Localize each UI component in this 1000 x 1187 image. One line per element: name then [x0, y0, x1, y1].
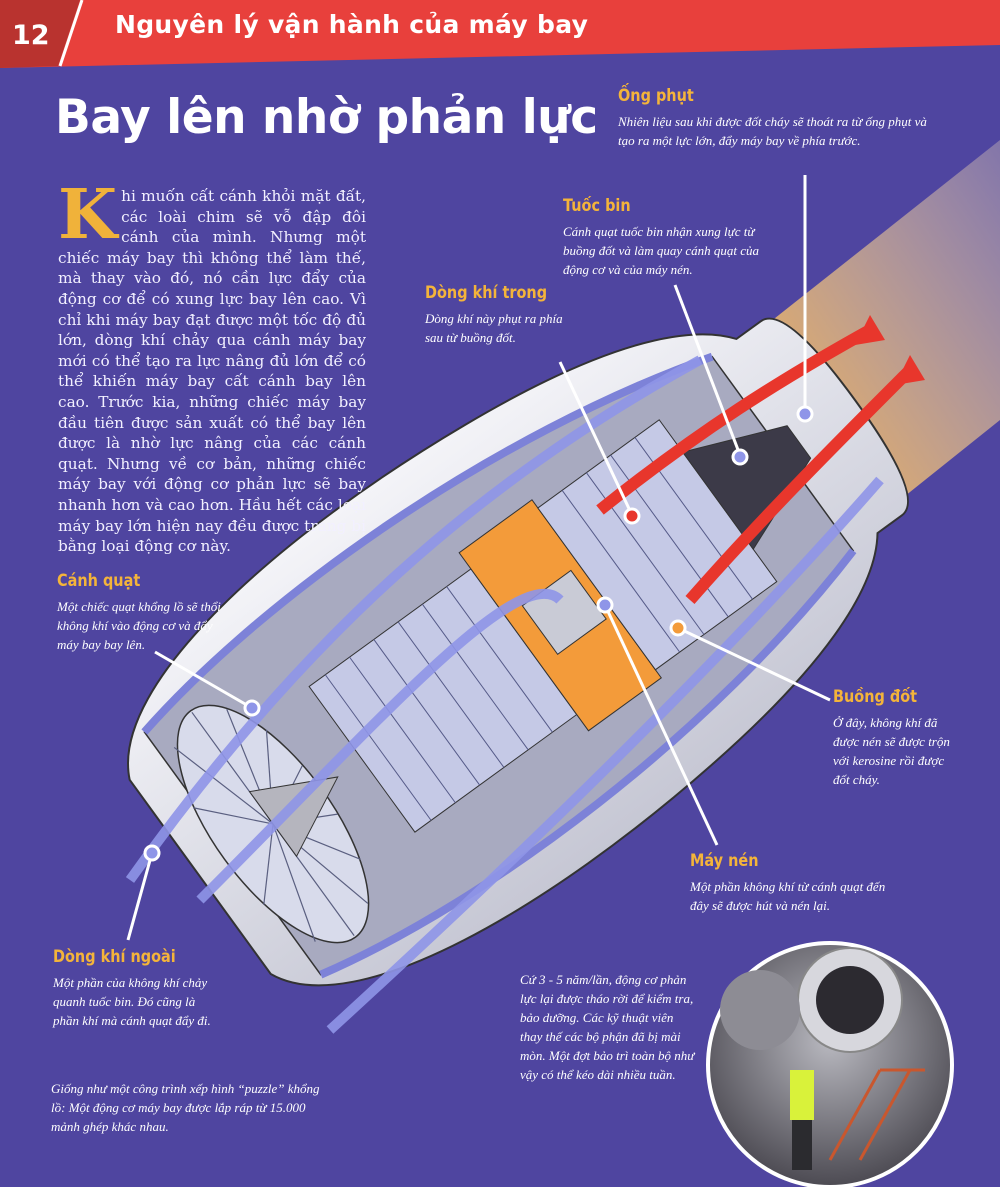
exhaust-glow — [760, 140, 1000, 500]
page-title: Bay lên nhờ phản lực — [55, 90, 598, 145]
label-text: Ở đây, không khí đã được nén sẽ được trộ… — [833, 715, 950, 787]
label-title: Buồng đốt — [833, 687, 918, 707]
label-title: Tuốc bin — [563, 196, 631, 216]
label-title: Dòng khí ngoài — [53, 947, 176, 967]
label-ong-phut: Ống phụt Nhiên liệu sau khi được đốt chá… — [618, 86, 938, 150]
intro-text: hi muốn cất cánh khỏi mặt đất, các loài … — [58, 187, 366, 556]
label-may-nen: Máy nén Một phần không khí từ cánh quạt … — [690, 851, 905, 915]
label-text: Một phần không khí từ cánh quạt đến đây … — [690, 879, 886, 913]
label-text: Nhiên liệu sau khi được đốt cháy sẽ thoá… — [618, 114, 927, 148]
label-text: Một chiếc quạt khổng lồ sẽ thổi không kh… — [57, 599, 221, 652]
hot-exhaust-arrows — [596, 324, 915, 604]
drop-cap: K — [58, 175, 118, 255]
label-title: Cánh quạt — [57, 571, 141, 591]
label-text: Một phần của không khí chảy quanh tuốc b… — [53, 975, 211, 1028]
label-title: Máy nén — [690, 851, 759, 871]
maintenance-photo — [706, 941, 954, 1187]
page-number-tab — [0, 0, 80, 68]
outer-airflow-arrows — [125, 355, 884, 1034]
label-text: Dòng khí này phụt ra phía sau từ buồng đ… — [425, 311, 563, 345]
maintenance-note: Cứ 3 - 5 năm/lần, động cơ phản lực lại đ… — [520, 972, 695, 1082]
label-tuoc-bin: Tuốc bin Cánh quạt tuốc bin nhận xung lự… — [563, 196, 788, 279]
header-band — [0, 0, 1000, 68]
page-number: 12 — [12, 20, 50, 51]
puzzle-note: Giống như một công trình xếp hình “puzzl… — [51, 1081, 320, 1134]
label-text: Cánh quạt tuốc bin nhận xung lực từ buồn… — [563, 224, 760, 277]
label-dong-khi-ngoai: Dòng khí ngoài Một phần của không khí ch… — [53, 947, 213, 1030]
label-canh-quat: Cánh quạt Một chiếc quạt khổng lồ sẽ thổ… — [57, 571, 232, 654]
section-title: Nguyên lý vận hành của máy bay — [115, 10, 589, 39]
callout-lines — [126, 175, 831, 941]
label-buong-dot: Buồng đốt Ở đây, không khí đã được nén s… — [833, 687, 953, 789]
label-title: Dòng khí trong — [425, 283, 548, 303]
label-title: Ống phụt — [618, 86, 694, 106]
label-dong-khi-trong: Dòng khí trong Dòng khí này phụt ra phía… — [425, 283, 575, 347]
callout-dots — [143, 405, 814, 862]
